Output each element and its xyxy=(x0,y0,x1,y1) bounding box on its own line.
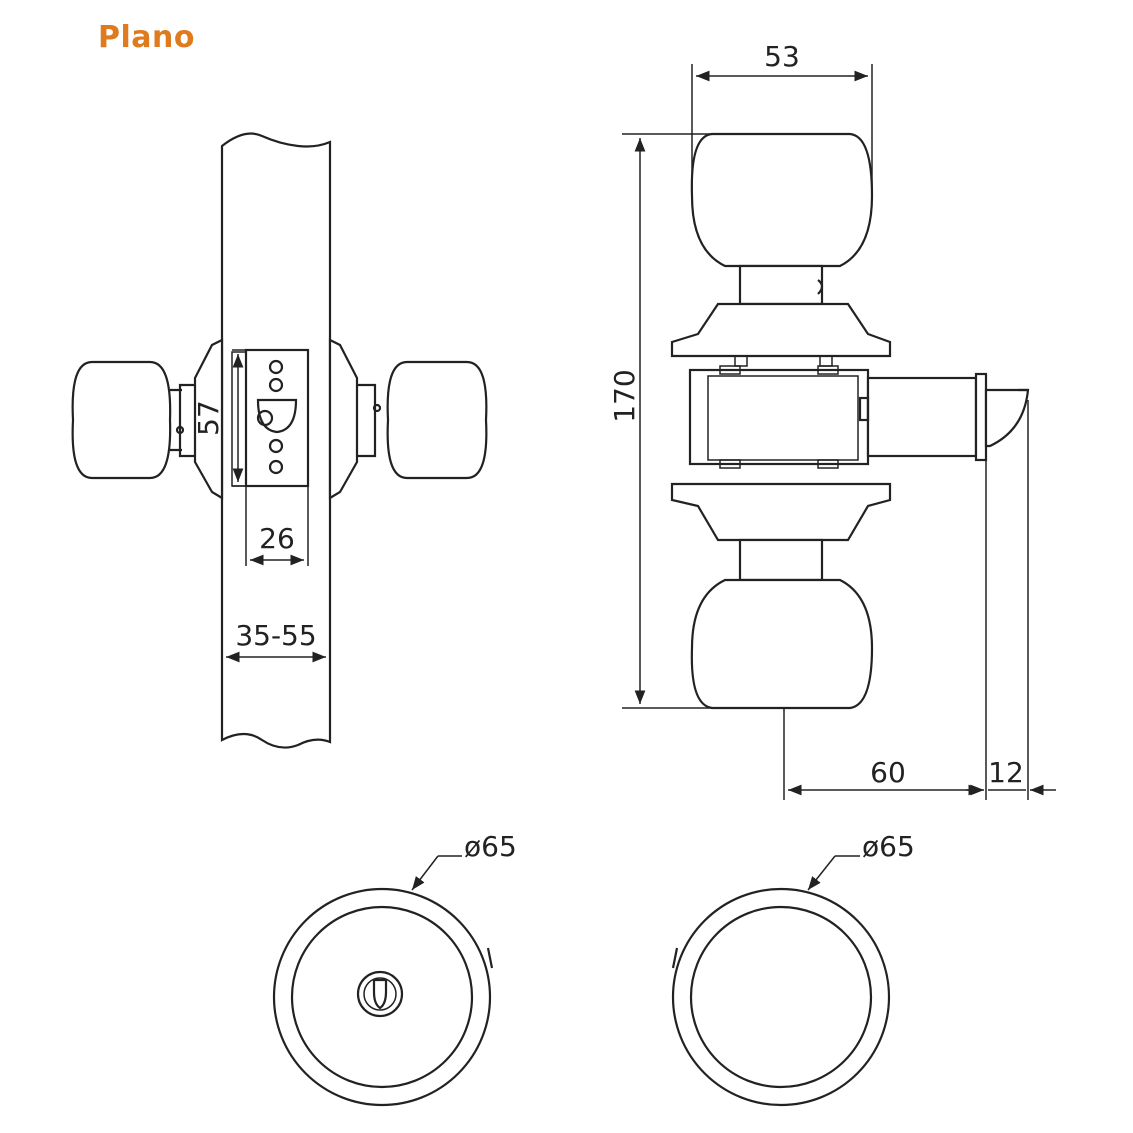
key-side-outer-ring xyxy=(272,887,492,1107)
inner-side-rose-view: ø65 xyxy=(671,830,915,1107)
dim-faceplate-width: 26 xyxy=(245,486,309,566)
dim-35-55-label: 35-55 xyxy=(235,619,316,652)
dim-53-label: 53 xyxy=(764,40,800,73)
screw-hole-bottom xyxy=(268,459,284,475)
latch-bolt-slot xyxy=(256,398,298,434)
dim-total-height: 170 xyxy=(608,133,730,709)
door-section-view xyxy=(71,132,488,749)
drawing-title: Plano xyxy=(98,20,195,55)
dim-door-thickness: 35-55 xyxy=(226,619,326,663)
right-rose xyxy=(328,338,359,500)
dim-knob-diameter: 53 xyxy=(691,40,873,190)
latch-tube xyxy=(866,376,978,458)
dim-12-label: 12 xyxy=(988,756,1024,789)
dim-rose-diameter-inner-label: ø65 xyxy=(862,830,915,863)
inner-side-outer-ring xyxy=(671,887,891,1107)
left-knob xyxy=(71,360,172,480)
right-knob xyxy=(386,360,488,480)
left-rose xyxy=(193,338,224,500)
side-elevation-view xyxy=(670,132,1030,710)
bottom-knob xyxy=(690,578,874,710)
top-rose xyxy=(670,302,892,358)
door-slab xyxy=(220,132,332,749)
key-side-rose-view: ø65 xyxy=(272,830,517,1107)
keyhole-cylinder xyxy=(356,970,404,1018)
bottom-rose xyxy=(670,482,892,542)
latch-bolt xyxy=(984,388,1030,448)
latch-housing xyxy=(688,368,870,466)
dim-60-label: 60 xyxy=(870,756,906,789)
dim-57-label: 57 xyxy=(192,400,225,436)
dim-26-label: 26 xyxy=(259,522,295,555)
latch-faceplate xyxy=(244,348,310,488)
top-knob xyxy=(690,132,874,268)
dim-latch-projection: 12 xyxy=(966,756,1056,796)
keyhole-icon xyxy=(372,978,388,1010)
dim-rose-diameter-key-label: ø65 xyxy=(464,830,517,863)
screw-hole-top xyxy=(268,359,284,375)
dim-faceplate-height: 57 xyxy=(192,349,246,487)
dim-backset: 60 xyxy=(783,400,1029,800)
dim-170-label: 170 xyxy=(608,369,641,422)
